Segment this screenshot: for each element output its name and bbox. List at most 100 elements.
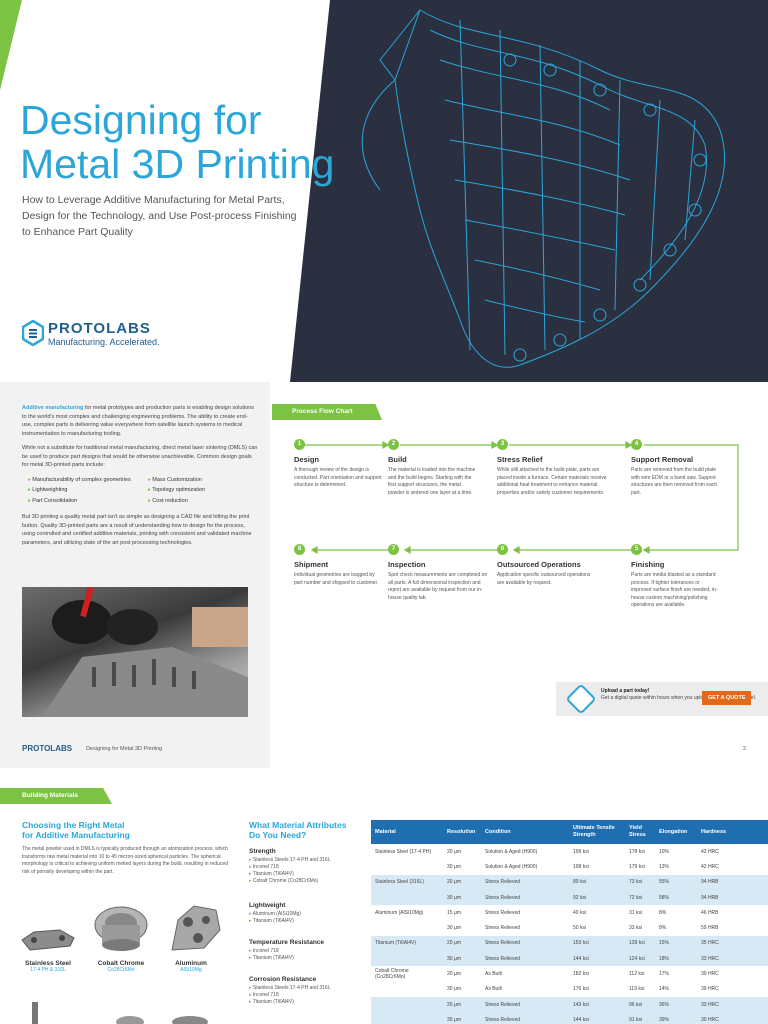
list-item: Mass Customization [148, 476, 258, 485]
step-number: 3 [497, 439, 508, 450]
choose-heading-line1: Choosing the Right Metal [22, 820, 125, 830]
step-number: 6 [497, 544, 508, 555]
step-number: 2 [388, 439, 399, 450]
step-description: Application specific outsourced operatio… [497, 572, 591, 586]
process-step-stress-relief: 3 Stress Relief While still attached to … [497, 439, 612, 497]
cover-green-accent [0, 0, 22, 90]
get-a-quote-button[interactable]: GET A QUOTE [702, 691, 752, 705]
table-cell-ys: 72 ksi [625, 889, 655, 906]
list-item: Titanium (Ti6Al4V) [249, 999, 359, 1006]
attribute-title: Lightweight [249, 902, 286, 909]
table-cell-material [371, 951, 443, 967]
attribute-lightweight: Lightweight Aluminum (AlSi10Mg) Titanium… [249, 902, 359, 925]
table-cell-material [371, 889, 443, 906]
table-cell-res: 20 µm [443, 874, 481, 890]
metal-name: Aluminum [175, 960, 207, 967]
table-cell-uts: 92 ksi [569, 889, 625, 906]
list-item: Part Consolidation [28, 497, 138, 506]
table-cell-el: 36% [655, 996, 697, 1013]
list-item: Aluminum (AlSi10Mg) [249, 911, 359, 918]
cover-subtitle: How to Leverage Additive Manufacturing f… [22, 194, 297, 238]
table-cell-el: 15% [655, 935, 697, 952]
table-cell-hd: 94 HRB [697, 889, 768, 906]
process-step-build: 2 Build The material is loaded into the … [388, 439, 478, 497]
table-cell-material [371, 859, 443, 874]
process-step-design: 1 Design A thorough review of the design… [294, 439, 384, 490]
table-cell-material: Aluminum (AlSi10Mg) [375, 909, 424, 916]
process-step-support-removal: 4 Support Removal Parts are removed from… [631, 439, 721, 497]
choose-heading-line2: for Additive Manufacturing [22, 830, 130, 840]
table-cell-uts: 176 ksi [573, 986, 589, 993]
table-cell-ys: 119 ksi [629, 986, 645, 993]
table-cell-el: 58% [655, 889, 697, 906]
table-cell-uts: 198 ksi [573, 863, 589, 870]
aluminum-part-image [171, 905, 221, 951]
page-footer: PROTOLABS Designing for Metal 3D Printin… [22, 744, 162, 753]
intro-paragraph-1: Additive manufacturing for metal prototy… [22, 404, 258, 438]
building-materials-tag: Building Materials [0, 788, 112, 804]
page-number: 2 [742, 746, 746, 752]
footer-brand: PROTOLABS [22, 744, 73, 753]
step-description: Parts are removed from the build plate w… [631, 467, 718, 496]
step-title: Build [388, 455, 407, 464]
process-page: Additive manufacturing for metal prototy… [0, 382, 768, 768]
step-title: Inspection [388, 560, 426, 569]
table-cell-cond: Stress Relieved [481, 951, 569, 967]
design-goals-list: Manufacturability of complex geometries … [28, 476, 258, 506]
table-cell-ys: 31 ksi [629, 909, 643, 916]
list-item: Lightweighting [28, 486, 138, 495]
attribute-corrosion-resistance: Corrosion Resistance Stainless Steels 17… [249, 976, 359, 1006]
list-item: Topology optimization [148, 486, 258, 495]
table-cell-uts: 40 ksi [573, 909, 587, 916]
table-cell-hd: 59 HRB [701, 925, 719, 932]
table-cell-ys: 178 ksi [629, 848, 645, 855]
choose-metal-heading: Choosing the Right Metal for Additive Ma… [22, 820, 130, 840]
table-cell-material [371, 982, 443, 997]
stainless-steel-part-image [21, 929, 75, 951]
column-header: Elongation [655, 820, 697, 844]
cover-section: Designing for Metal 3D Printing How to L… [0, 0, 768, 382]
table-cell-uts: 182 ksi [573, 971, 589, 978]
table-cell-uts: 50 ksi [573, 925, 587, 932]
table-cell-cond: Stress Relieved [481, 889, 569, 906]
table-cell-material [371, 996, 443, 1013]
step-number: 4 [631, 439, 642, 450]
protolabs-logo: PROTOLABS Manufacturing. Accelerated. [22, 320, 160, 347]
list-item: Stainless Steels 17-4 PH and 316L [249, 857, 359, 864]
process-flow-connectors [305, 440, 739, 555]
table-cell-hd: 30 HRC [697, 1012, 768, 1024]
table-cell-el: 39% [655, 1012, 697, 1024]
metal-grade: AlSi10Mg [180, 967, 202, 973]
table-cell-ys: 112 ksi [629, 971, 645, 978]
table-cell-hd: 33 HRC [697, 951, 768, 967]
table-cell-ys: 96 ksi [625, 996, 655, 1013]
footer-doc-title: Designing for Metal 3D Printing [86, 745, 163, 752]
gloved-hands-photo [22, 587, 248, 717]
table-cell-cond: Stress Relieved [481, 996, 569, 1013]
process-step-outsourced-operations: 6 Outsourced Operations Application spec… [497, 544, 597, 587]
attribute-title: Temperature Resistance [249, 939, 325, 946]
table-cell-cond: Solution & Aged (H900) [485, 863, 538, 870]
attribute-title: Corrosion Resistance [249, 976, 317, 983]
table-cell-cond: Stress Relieved [485, 909, 521, 916]
table-cell-cond: Stress Relieved [481, 1012, 569, 1024]
additional-parts-images [32, 1002, 208, 1024]
table-cell-hd: 42 HRC [701, 848, 719, 855]
table-cell-res: 20 µm [443, 935, 481, 952]
table-cell-uts: 144 ksi [569, 951, 625, 967]
cover-title-line1: Designing for [20, 97, 262, 143]
table-cell-el: 55% [655, 874, 697, 890]
attr-heading-line1: What Material Attributes [249, 820, 347, 830]
process-flow-tag: Process Flow Chart [272, 404, 382, 420]
list-item: Cost reduction [148, 497, 258, 506]
table-cell-el: 8% [659, 925, 667, 932]
table-cell-ys: 139 ksi [625, 935, 655, 952]
upload-part-icon [565, 683, 597, 715]
table-cell-cond: Stress Relieved [485, 925, 521, 932]
table-cell-hd: 42 HRC [701, 863, 719, 870]
